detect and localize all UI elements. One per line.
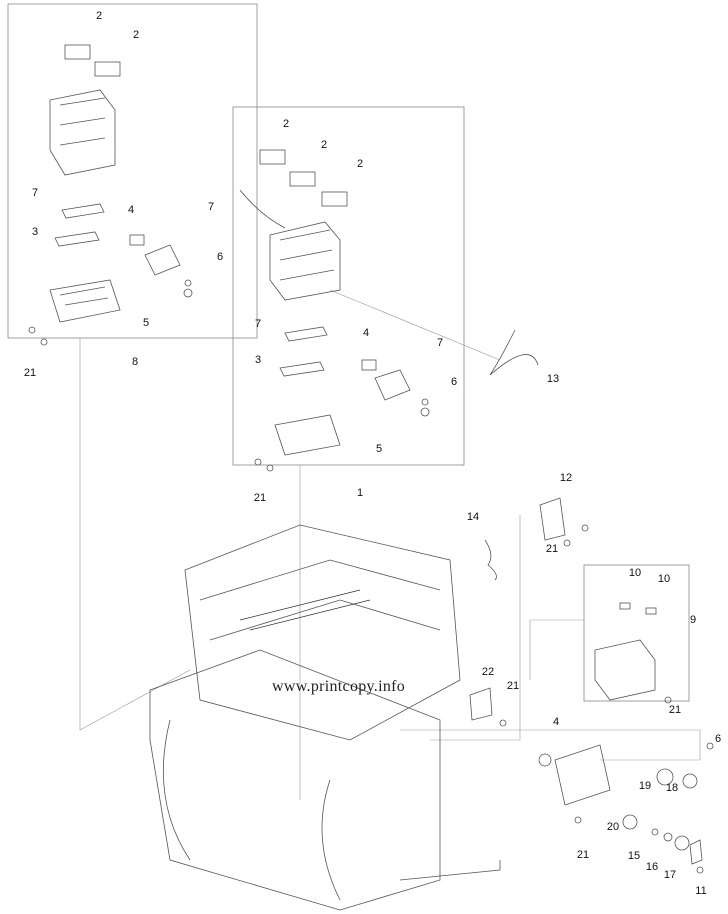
callout-8: 8	[131, 356, 139, 368]
assembly-b-parts	[239, 149, 539, 456]
callout-2: 2	[356, 158, 364, 170]
callout-9: 9	[689, 614, 697, 626]
assembly-box-1	[232, 106, 465, 466]
assembly-a-parts	[49, 44, 193, 323]
callout-16: 16	[645, 861, 659, 873]
callout-4: 4	[362, 327, 370, 339]
guide-lines	[79, 289, 701, 800]
callout-21: 21	[576, 849, 590, 861]
callout-21: 21	[23, 367, 37, 379]
callout-10: 10	[657, 573, 671, 585]
callout-3: 3	[254, 354, 262, 366]
callout-17: 17	[663, 869, 677, 881]
callout-2: 2	[320, 139, 328, 151]
callout-21: 21	[545, 543, 559, 555]
callout-7: 7	[254, 318, 262, 330]
callout-7: 7	[31, 187, 39, 199]
callout-21: 21	[668, 704, 682, 716]
assembly-box-8	[7, 3, 258, 339]
callout-5: 5	[142, 317, 150, 329]
callout-7: 7	[207, 201, 215, 213]
callout-5: 5	[375, 443, 383, 455]
callout-21: 21	[253, 492, 267, 504]
callout-19: 19	[638, 780, 652, 792]
callout-6: 6	[714, 733, 722, 745]
printer-frame	[149, 524, 501, 911]
callout-20: 20	[606, 821, 620, 833]
callout-22: 22	[481, 666, 495, 678]
callout-6: 6	[216, 251, 224, 263]
callout-4: 4	[552, 716, 560, 728]
right-side-parts	[469, 497, 703, 865]
callout-18: 18	[665, 782, 679, 794]
callout-4: 4	[127, 204, 135, 216]
callout-2: 2	[95, 10, 103, 22]
callout-10: 10	[628, 567, 642, 579]
callout-14: 14	[466, 511, 480, 523]
assembly-box-9	[583, 564, 690, 702]
callout-1: 1	[356, 487, 364, 499]
callout-7: 7	[436, 337, 444, 349]
callout-2: 2	[132, 29, 140, 41]
watermark: www.printcopy.info	[272, 678, 406, 695]
screws	[28, 326, 714, 874]
callout-21: 21	[506, 680, 520, 692]
callout-6: 6	[450, 376, 458, 388]
callout-2: 2	[282, 118, 290, 130]
callout-12: 12	[559, 472, 573, 484]
callout-11: 11	[695, 885, 707, 897]
callout-13: 13	[546, 373, 560, 385]
callout-3: 3	[31, 226, 39, 238]
callout-15: 15	[627, 850, 641, 862]
